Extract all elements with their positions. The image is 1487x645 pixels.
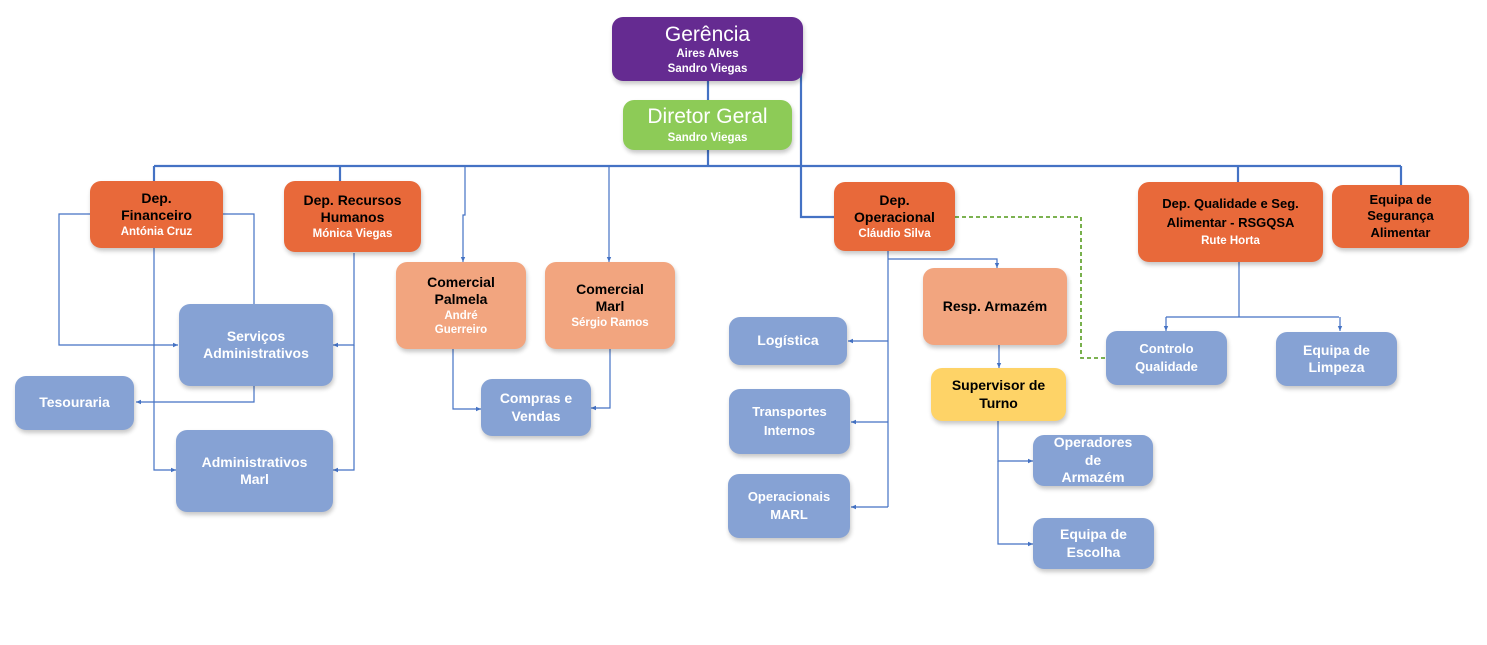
node-title: Diretor Geral [647,105,768,129]
node-equipa-seguranca-alimentar[interactable]: Equipa de Segurança Alimentar [1332,185,1469,248]
node-title: Equipa de [1303,341,1370,358]
node-person: Sérgio Ramos [571,316,649,329]
node-title: Dep. [879,191,910,208]
node-title: Controlo [1139,340,1194,356]
node-title: Alimentar [1370,224,1431,240]
node-title: Financeiro [121,207,192,224]
node-title: Armazém [1061,469,1125,486]
node-operacionais-marl[interactable]: Operacionais MARL [728,474,850,538]
node-title: Resp. Armazém [942,297,1048,314]
node-person: Sandro Viegas [667,62,748,75]
connector-bus-palmela [460,166,466,262]
node-administrativos-marl[interactable]: Administrativos Marl [176,430,333,512]
node-title: Administrativos [201,453,308,470]
node-title: MARL [770,507,808,522]
node-title: Transportes [752,404,827,420]
node-title: Qualidade [1135,359,1198,374]
node-title: Supervisor de [951,377,1046,393]
node-title: Vendas [511,407,561,424]
node-title: Escolha [1066,543,1121,560]
node-title: Marl [595,298,625,315]
node-servicos-administrativos[interactable]: Serviços Administrativos [179,304,333,386]
node-title: Humanos [320,209,385,226]
node-equipa-limpeza[interactable]: Equipa de Limpeza [1276,332,1397,386]
node-title: Comercial [427,273,495,290]
node-title: Operadores [1053,435,1133,451]
node-person: Guerreiro [434,324,488,336]
node-title: Dep. [141,189,172,206]
node-title: Segurança [1367,208,1434,224]
node-title: Marl [240,471,269,487]
node-title: Operacional [854,209,935,226]
node-operadores-armazem[interactable]: Operadores de Armazém [1033,435,1153,486]
connector-supervisor-escolha [997,461,1033,547]
node-title: Dep. Recursos [303,191,402,208]
node-title: de [1084,451,1102,468]
node-person: André [444,309,478,322]
connector-op-armazem [888,258,1000,268]
node-title: Palmela [434,291,488,308]
node-title: Serviços [226,327,286,344]
node-title: Dep. Qualidade e Seg. [1162,196,1299,212]
node-person: Mónica Viegas [312,227,393,240]
node-dep-financeiro[interactable]: Dep. Financeiro Antónia Cruz [90,181,223,248]
node-title: Logística [757,332,819,349]
node-person: Aires Alves [676,48,739,61]
node-comercial-palmela[interactable]: Comercial Palmela André Guerreiro [396,262,526,349]
node-title: Equipa de [1060,526,1127,542]
node-controlo-qualidade[interactable]: Controlo Qualidade [1106,331,1227,385]
node-title: Equipa de [1369,192,1432,208]
node-resp-armazem[interactable]: Resp. Armazém [923,268,1067,345]
node-title: Compras e [499,390,573,406]
node-title: Comercial [576,280,644,297]
node-title: Internos [763,422,816,438]
node-dep-qualidade[interactable]: Dep. Qualidade e Seg. Alimentar - RSGQSA… [1138,182,1323,262]
connector-supervisor-operadores [997,420,1033,464]
node-person: Antónia Cruz [120,225,193,238]
connector-palmela-compras [452,349,481,412]
node-equipa-escolha[interactable]: Equipa de Escolha [1033,518,1154,569]
node-person: Sandro Viegas [667,132,748,145]
node-person: Rute Horta [1201,234,1260,247]
node-title: Alimentar - RSGQSA [1166,215,1295,231]
connector-rh-servicos [333,253,355,348]
node-transportes-internos[interactable]: Transportes Internos [729,389,850,454]
node-person: Cláudio Silva [858,227,931,240]
node-dep-operacional[interactable]: Dep. Operacional Cláudio Silva [834,182,955,251]
node-tesouraria[interactable]: Tesouraria [15,376,134,430]
node-dep-recursos-humanos[interactable]: Dep. Recursos Humanos Mónica Viegas [284,181,421,252]
node-gerencia[interactable]: Gerência Aires Alves Sandro Viegas [612,17,803,81]
node-diretor-geral[interactable]: Diretor Geral Sandro Viegas [623,100,792,150]
connector-rh-admmarl [333,345,355,473]
node-compras-vendas[interactable]: Compras e Vendas [481,379,591,436]
node-supervisor-turno[interactable]: Supervisor de Turno [931,368,1066,421]
node-title: Administrativos [203,345,309,361]
node-title: Turno [979,394,1018,411]
node-title: Gerência [664,23,751,47]
connector-marl-compras [591,349,611,411]
connector-fin-admmarl [153,248,176,473]
node-comercial-marl[interactable]: Comercial Marl Sérgio Ramos [545,262,675,349]
node-title: Tesouraria [39,394,110,411]
node-title: Operacionais [747,488,831,504]
node-logistica[interactable]: Logística [729,317,847,365]
node-title: Limpeza [1308,359,1365,375]
